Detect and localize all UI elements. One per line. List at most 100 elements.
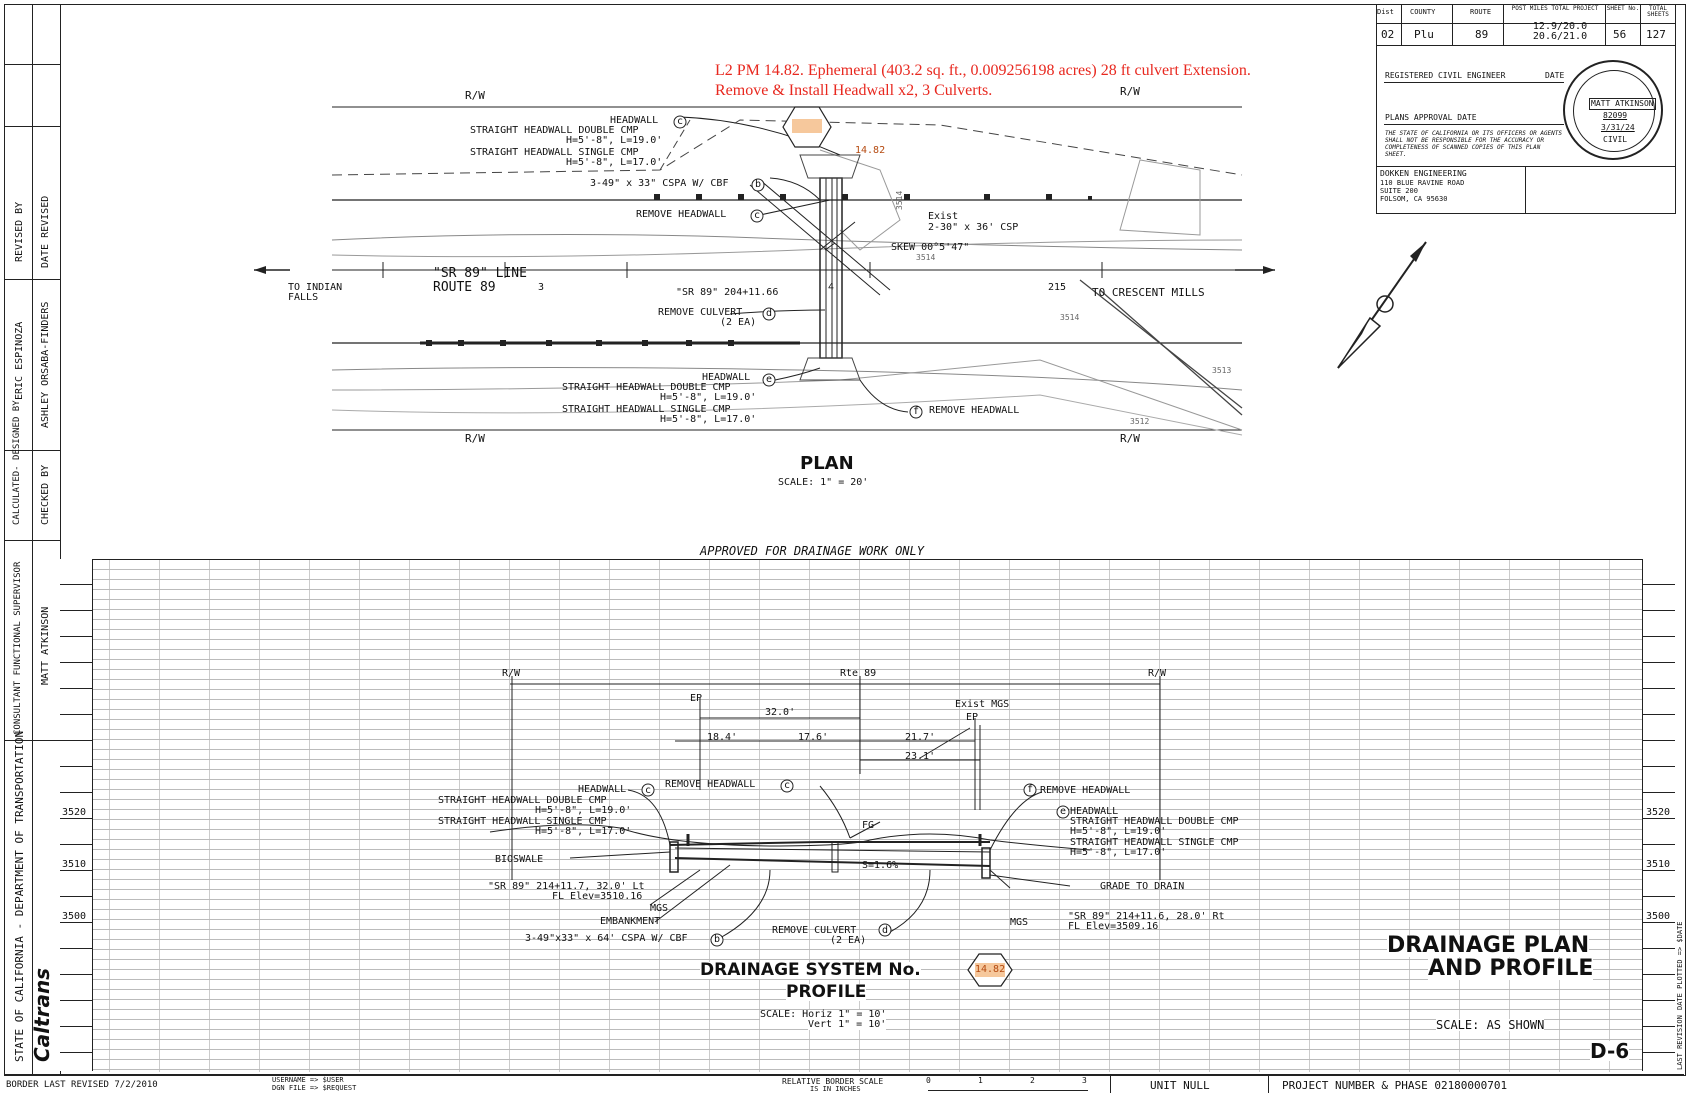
firm-address: 110 BLUE RAVINE ROAD: [1380, 179, 1465, 187]
contour-3512: 3512: [1130, 417, 1150, 426]
tag-e: e: [766, 374, 773, 385]
seal-type: CIVIL: [1603, 135, 1628, 144]
elev-3510-right: 3510: [1646, 859, 1671, 870]
plan-tick-215: 215: [1048, 282, 1067, 293]
tv-dist: 02: [1381, 28, 1395, 41]
scale-tick-0: 0: [926, 1076, 931, 1085]
hex-icon: [967, 953, 1013, 987]
plan-rw-bottom-right: R/W: [1120, 432, 1140, 445]
tag-c-remove: c: [754, 210, 761, 221]
plan-headwall-e: HEADWALL: [702, 372, 751, 383]
tv-county: Plu: [1414, 28, 1434, 41]
th-route: ROUTE: [1470, 8, 1492, 16]
plan-h19: H=5'-8", L=19.0': [566, 135, 663, 146]
dim-18-4: 18.4': [707, 732, 738, 743]
last-revision: LAST REVISION: [1676, 1015, 1684, 1070]
tag-c-profile-left: c: [645, 785, 652, 796]
registered-engineer: REGISTERED CIVIL ENGINEER: [1385, 71, 1506, 80]
profile-mgs-left: MGS: [650, 903, 669, 914]
profile-rt-station: "SR 89" 214+11.6, 28.0' Rt: [1068, 911, 1225, 922]
tag-e-profile: e: [1060, 806, 1067, 817]
caltrans-logo: Caltrans: [30, 967, 54, 1062]
annotation-line2: Remove & Install Headwall x2, 3 Culverts…: [715, 82, 993, 99]
plan-straight-double: STRAIGHT HEADWALL DOUBLE CMP: [470, 125, 639, 136]
profile-ep-right: EP: [966, 712, 979, 723]
plan-title: PLAN: [800, 453, 854, 474]
dim-32: 32.0': [765, 707, 796, 718]
designer-name: ERIC ESPINOZA: [14, 321, 25, 400]
supervisor-label: CONSULTANT FUNCTIONAL SUPERVISOR: [13, 561, 23, 735]
calculated-label: CALCULATED- DESIGNED BY: [12, 400, 22, 525]
plan-two-ea: (2 EA): [720, 317, 757, 328]
th-total: TOTAL SHEETS: [1647, 5, 1669, 18]
plan-remove-culvert: REMOVE CULVERT: [658, 307, 743, 318]
checker-name: ASHLEY ORSABA-FINDERS: [40, 301, 51, 428]
footer-username: USERNAME => $USER: [272, 1076, 344, 1084]
state-label: STATE OF CALIFORNIA - DEPARTMENT OF TRAN…: [13, 730, 26, 1062]
profile-remove-headwall-f: REMOVE HEADWALL: [1040, 785, 1131, 796]
plans-approval: PLANS APPROVAL DATE: [1385, 113, 1477, 122]
footer-unit: UNIT NULL: [1150, 1079, 1210, 1092]
dim-21-7: 21.7': [905, 732, 936, 743]
tv-sheet: 56: [1613, 28, 1627, 41]
profile-straight-single-right: STRAIGHT HEADWALL SINGLE CMP: [1070, 837, 1239, 848]
contour-3514-b: 3514: [916, 253, 936, 262]
profile-headwall-left: HEADWALL: [578, 784, 627, 795]
scale-bar: [928, 1090, 1088, 1091]
dim-23-1: 23.1': [905, 751, 936, 762]
plan-scale: SCALE: 1" = 20': [778, 477, 869, 488]
scale-tick-1: 1: [978, 1076, 983, 1085]
plan-headwall-c: HEADWALL: [610, 115, 659, 126]
title-block: [1376, 4, 1676, 214]
profile-h19-right: H=5'-8", L=19.0': [1070, 826, 1167, 837]
profile-h19-left: H=5'-8", L=19.0': [535, 805, 632, 816]
contour-3514-c: 3514: [1060, 313, 1080, 322]
plan-hex-label: 14.82: [855, 145, 886, 156]
profile-ep-left: EP: [690, 693, 703, 704]
profile-remove-culvert: REMOVE CULVERT: [772, 925, 857, 936]
footer-relative: RELATIVE BORDER SCALE: [782, 1077, 884, 1086]
supervisor-name: MATT ATKINSON: [40, 606, 51, 685]
sheet-id: D-6: [1590, 1039, 1630, 1063]
th-postmiles: POST MILES TOTAL PROJECT: [1511, 5, 1599, 12]
firm-name: DOKKEN ENGINEERING: [1380, 169, 1467, 178]
footer-inches: IS IN INCHES: [810, 1085, 861, 1093]
profile-rw-left: R/W: [502, 668, 521, 679]
plan-remove-headwall: REMOVE HEADWALL: [636, 209, 727, 220]
contour-3514-a: 3514: [895, 190, 904, 210]
tv-postmiles: 12.9/20.0 20.6/21.0: [1532, 21, 1588, 42]
sheet-scale: SCALE: AS SHOWN: [1436, 1018, 1545, 1032]
th-sheet: SHEET No.: [1606, 5, 1640, 12]
profile-two-ea: (2 EA): [830, 935, 867, 946]
profile-lt-fl: FL Elev=3510.16: [552, 891, 643, 902]
tv-route: 89: [1475, 28, 1489, 41]
profile-fg: FG: [862, 820, 875, 831]
plan-rw-top-left: R/W: [465, 89, 485, 102]
seal-exp: 3/31/24: [1601, 123, 1635, 132]
plan-exist-csp: 2-30" x 36' CSP: [928, 222, 1019, 233]
dim-17-6: 17.6': [798, 732, 829, 743]
plan-h17: H=5'-8", L=17.0': [566, 157, 663, 168]
sheet-title-1: DRAINAGE PLAN: [1387, 933, 1590, 958]
profile-rt-fl: FL Elev=3509.16: [1068, 921, 1159, 932]
profile-title-2: PROFILE: [786, 982, 867, 1002]
profile-scale-2: Vert 1" = 10': [808, 1019, 887, 1030]
profile-rte: Rte 89: [840, 668, 877, 679]
th-county: COUNTY: [1410, 8, 1436, 16]
plan-rw-top-right: R/W: [1120, 85, 1140, 98]
profile-bioswale: BIOSWALE: [495, 854, 544, 865]
profile-drawing: [489, 676, 1161, 947]
date-revised-label: DATE REVISED: [40, 195, 51, 268]
profile-straight-single-left: STRAIGHT HEADWALL SINGLE CMP: [438, 816, 607, 827]
elev-3520-right: 3520: [1646, 807, 1671, 818]
plan-tick-4: 4: [828, 282, 835, 293]
tag-f-profile: f: [1027, 784, 1034, 795]
date-plotted: DATE PLOTTED => $DATE: [1676, 921, 1684, 1010]
firm-city: FOLSOM, CA 95630: [1380, 195, 1448, 203]
profile-embankment: EMBANKMENT: [600, 916, 661, 927]
tag-d: d: [766, 308, 773, 319]
tag-c-top: c: [677, 116, 684, 127]
profile-h17-right: H=5'-8", L=17.0': [1070, 847, 1167, 858]
tv-total: 127: [1646, 28, 1666, 41]
plan-to-indian: TO INDIAN FALLS: [288, 282, 343, 303]
